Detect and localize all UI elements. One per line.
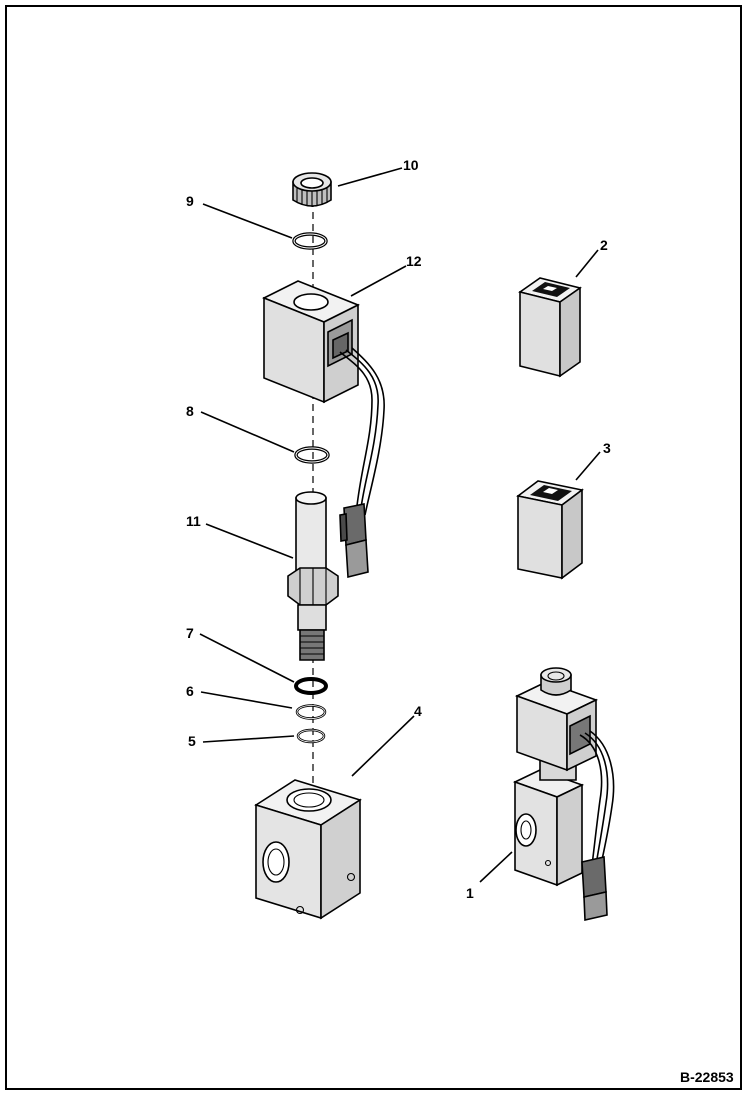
part-4-valve-body — [254, 779, 362, 920]
callout-5: 5 — [188, 733, 196, 749]
callout-11: 11 — [186, 513, 201, 529]
callout-7: 7 — [186, 625, 194, 641]
callout-8: 8 — [186, 403, 194, 419]
callout-4: 4 — [414, 703, 422, 719]
part-1-valve-assembly — [512, 667, 615, 921]
part-9-o-ring — [292, 232, 328, 250]
part-11-cartridge — [287, 491, 339, 661]
part-3-coil — [516, 480, 584, 580]
callout-10: 10 — [403, 157, 419, 173]
callout-9: 9 — [186, 193, 194, 209]
part-6-ring — [295, 704, 327, 720]
callout-1: 1 — [466, 885, 474, 901]
part-2-coil — [518, 277, 582, 378]
part-12-connector — [339, 503, 369, 579]
part-8-o-ring — [294, 446, 330, 464]
callout-3: 3 — [603, 440, 611, 456]
leader-lines — [199, 167, 601, 883]
part-7-ring — [294, 677, 328, 695]
part-12-coil — [262, 280, 385, 516]
figure-id: B-22853 — [680, 1069, 734, 1085]
part-10-nut — [292, 172, 332, 207]
part-5-ring — [296, 728, 326, 744]
callout-12: 12 — [406, 253, 422, 269]
callout-6: 6 — [186, 683, 194, 699]
drawing-frame — [5, 5, 742, 1090]
callout-2: 2 — [600, 237, 608, 253]
